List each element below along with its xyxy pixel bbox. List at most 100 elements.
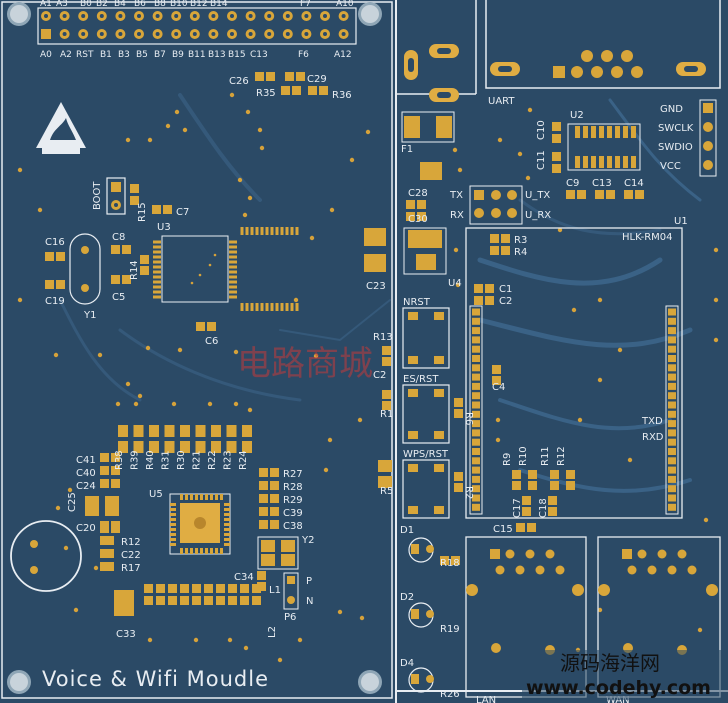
- passive-pad: [180, 596, 189, 605]
- passive-pad: [252, 596, 261, 605]
- label-c30: C30: [408, 214, 428, 225]
- ic-pin: [245, 303, 249, 311]
- ic-pin: [623, 126, 628, 138]
- trace-layer: [58, 93, 702, 493]
- resistor-pad: [242, 425, 252, 437]
- label-c7: C7: [176, 207, 189, 218]
- via: [171, 401, 177, 407]
- label-l2: L2: [267, 626, 278, 638]
- swd-swdio: SWDIO: [658, 142, 693, 153]
- via: [703, 517, 709, 523]
- resistor-label: R40: [145, 450, 156, 470]
- header-bottom-label: B9: [172, 50, 184, 60]
- left-passives: C41 C40 C24 C25 C20 R12 C22 R17 C33: [67, 453, 141, 640]
- resistor-pad: [164, 425, 175, 437]
- label-c11: C11: [536, 150, 547, 170]
- label-c10: C10: [536, 120, 547, 140]
- via: [453, 247, 459, 253]
- header-pin-hole: [304, 32, 309, 36]
- label-c38: C38: [283, 521, 303, 532]
- label-c26: C26: [229, 76, 249, 87]
- module-pin: [472, 457, 480, 465]
- via: [63, 545, 69, 551]
- via: [713, 337, 719, 343]
- ic-pin: [195, 548, 198, 554]
- header-bottom-label: B15: [228, 50, 246, 60]
- header-top-label: B6: [134, 0, 146, 9]
- label-y1: Y1: [83, 310, 96, 321]
- mounting-hole-inner: [361, 673, 379, 691]
- ic-pin: [220, 494, 223, 500]
- u5-bottom-row: [144, 584, 261, 605]
- via: [257, 127, 263, 133]
- label-c9: C9: [566, 178, 579, 189]
- ic-pin: [205, 494, 208, 500]
- via: [713, 297, 719, 303]
- via: [17, 167, 23, 173]
- module-pin: [472, 336, 480, 344]
- switch-wps-rst[interactable]: WPS/RST R2: [402, 449, 474, 519]
- ic-pin: [615, 126, 620, 138]
- resistor-label: R39: [130, 450, 141, 470]
- label-c2: C2: [499, 296, 512, 307]
- ic-pin: [205, 548, 208, 554]
- header-pin-hole: [341, 32, 346, 36]
- module-pin: [472, 429, 480, 437]
- label-c5: C5: [112, 292, 125, 303]
- via: [233, 349, 239, 355]
- label-u2: U2: [570, 110, 584, 121]
- header-pin-hole: [211, 14, 216, 18]
- via: [313, 353, 319, 359]
- label-r14: R14: [129, 260, 140, 280]
- via: [557, 227, 563, 233]
- switch-nrst[interactable]: NRST: [402, 297, 450, 369]
- header-top-label: B4: [114, 0, 126, 9]
- ic-pin: [229, 275, 237, 279]
- header-pin-hole: [323, 32, 327, 36]
- passive-pad: [252, 584, 261, 593]
- label-module: HLK-RM04: [622, 232, 673, 243]
- header-pin-hole: [99, 14, 104, 18]
- label-c23: C23: [366, 281, 386, 292]
- resistor-label: R12: [556, 446, 567, 466]
- ic-pin: [295, 227, 299, 235]
- boot-jumper: BOOT R15 C7: [92, 177, 189, 222]
- label-r35: R35: [256, 88, 276, 99]
- ic-pin: [180, 548, 183, 554]
- ic-pin: [153, 265, 161, 269]
- label-d4: D4: [400, 658, 414, 669]
- label-r36: R36: [332, 90, 352, 101]
- resistor-pad: [550, 481, 559, 490]
- label-c15: C15: [493, 524, 513, 535]
- label-c41: C41: [76, 455, 96, 466]
- header-pin-hole: [304, 14, 309, 18]
- fuse-f1: F1 C28 C30: [401, 111, 455, 225]
- header-pin-hole: [81, 14, 86, 18]
- switch-es-rst[interactable]: ES/RST R6: [402, 374, 474, 444]
- label-wps-rst: WPS/RST: [403, 449, 449, 460]
- module-pin: [472, 420, 480, 428]
- header-top-label: B2: [96, 0, 108, 9]
- ic-pin: [210, 548, 213, 554]
- header-bottom-label: C13: [250, 50, 268, 60]
- via: [229, 92, 235, 98]
- header-bottom-label: B7: [154, 50, 166, 60]
- ic-pin: [200, 494, 203, 500]
- resistor-pad: [528, 481, 537, 490]
- label-c34: C34: [234, 572, 254, 583]
- label-lan: LAN: [476, 695, 496, 703]
- header-top-label: B10: [170, 0, 188, 9]
- via: [495, 417, 501, 423]
- ic-pin: [229, 295, 237, 299]
- header-pin-hole: [323, 14, 327, 18]
- ic-pin: [220, 548, 223, 554]
- swd-swclk: SWCLK: [658, 123, 694, 134]
- ic-pin: [275, 227, 279, 235]
- label-r27: R27: [283, 469, 303, 480]
- ic-pin: [224, 503, 230, 506]
- resistor-pad: [180, 441, 190, 453]
- header-pin-hole: [341, 14, 346, 18]
- cap-label: C17: [512, 498, 523, 518]
